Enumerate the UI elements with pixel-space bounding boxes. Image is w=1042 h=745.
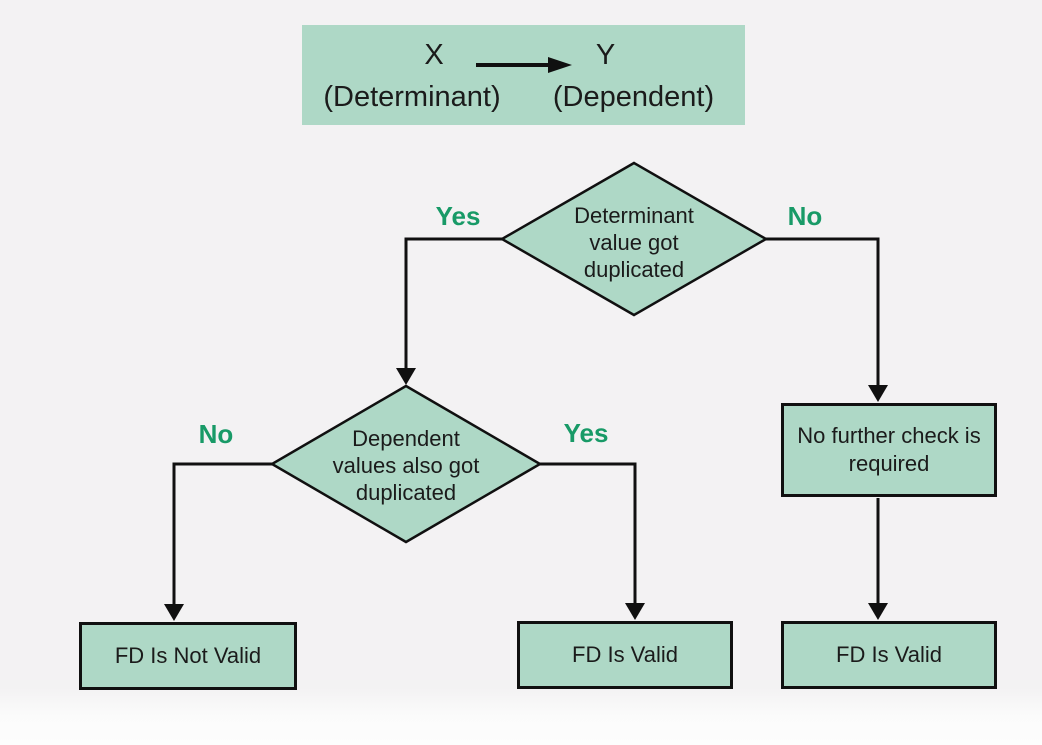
fd-right-arrow-icon: [476, 57, 572, 73]
connector-d2-yes: [540, 462, 637, 605]
decision-dependent-line3: duplicated: [355, 480, 457, 505]
process-no-further-check-line2: required: [848, 451, 930, 476]
determinant-symbol: X: [424, 39, 444, 71]
decision-dependent-line1: Dependent: [352, 426, 460, 451]
process-no-further-check-line1: No further check is: [797, 423, 981, 448]
edge-label-d1-yes: Yes: [435, 201, 481, 231]
decision-dependent-text: Dependent values also got duplicated: [296, 425, 516, 506]
result-fd-valid-center-box: FD Is Valid: [517, 621, 733, 689]
d1-no-arrowhead-icon: [868, 385, 888, 402]
connector-d1-yes: [404, 237, 502, 370]
connector-d2-no: [172, 462, 272, 606]
result-fd-not-valid-box: FD Is Not Valid: [79, 622, 297, 690]
decision-determinant-line3: duplicated: [583, 257, 685, 282]
process-arrowhead-icon: [868, 603, 888, 620]
process-no-further-check-box: No further check is required: [781, 403, 997, 497]
decision-determinant-line2: value got: [589, 230, 679, 255]
edge-label-d2-no: No: [198, 419, 234, 449]
decision-determinant-line1: Determinant: [574, 203, 694, 228]
determinant-column: X (Determinant): [302, 25, 522, 125]
fd-notation-box: X (Determinant) Y (Dependent): [302, 25, 745, 125]
determinant-caption: (Determinant): [323, 81, 501, 113]
dependent-symbol: Y: [595, 39, 616, 71]
d2-yes-arrowhead-icon: [625, 603, 645, 620]
edge-label-d2-yes: Yes: [563, 418, 609, 448]
d1-yes-arrowhead-icon: [396, 368, 416, 385]
result-fd-valid-right-label: FD Is Valid: [836, 642, 942, 667]
result-fd-not-valid-label: FD Is Not Valid: [114, 643, 262, 668]
decision-dependent-diamond: [269, 384, 543, 544]
connector-d1-no: [766, 237, 880, 387]
decision-determinant-text: Determinant value got duplicated: [524, 202, 744, 283]
dependent-caption: (Dependent): [552, 81, 715, 113]
decision-determinant-diamond: [499, 161, 769, 317]
result-fd-valid-center-label: FD Is Valid: [572, 642, 678, 667]
decision-dependent-line2: values also got: [332, 453, 480, 478]
result-fd-valid-right-box: FD Is Valid: [781, 621, 997, 689]
dependent-column: Y (Dependent): [522, 25, 745, 125]
d2-no-arrowhead-icon: [164, 604, 184, 621]
edge-label-d1-no: No: [787, 201, 823, 231]
